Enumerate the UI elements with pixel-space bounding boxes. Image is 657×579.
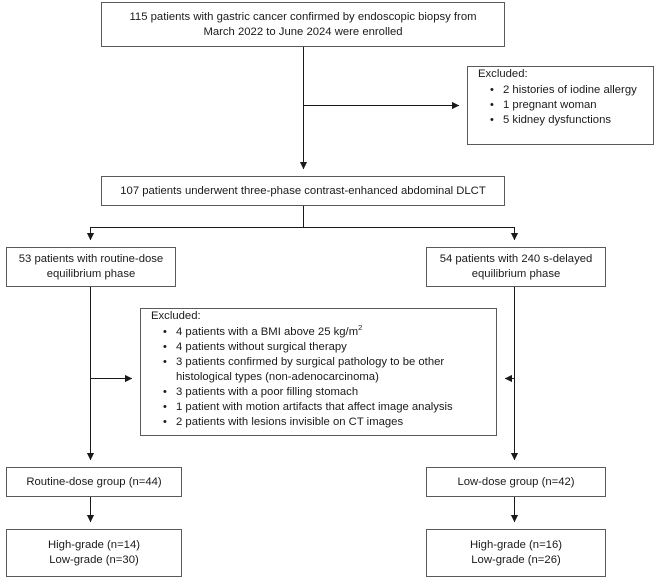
node-delayed-phase: 54 patients with 240 s-delayed equilibri… [426,247,606,287]
node-lowdose-low-grade: Low-grade (n=26) [471,554,561,566]
node-lowdose-high-grade: High-grade (n=16) [470,539,562,551]
pathology-line-2: histological types (non-adenocarcinoma) [176,371,379,383]
bmi-superscript: 2 [358,323,363,333]
excluded-second-title: Excluded: [151,310,201,322]
bmi-text: 4 patients with a BMI above 25 kg/m [176,326,359,338]
node-low-dose-group: Low-dose group (n=42) [426,467,606,497]
list-item: 4 patients with a BMI above 25 kg/m2 [163,323,490,340]
list-item: 5 kidney dysfunctions [490,113,647,128]
list-item: 4 patients without surgical therapy [163,340,490,355]
node-excluded-first: Excluded: 2 histories of iodine allergy … [467,66,654,145]
node-enrolled-line-2: March 2022 to June 2024 were enrolled [203,25,403,38]
list-item: 2 histories of iodine allergy [490,83,647,98]
list-item: 1 pregnant woman [490,98,647,113]
node-routine-dose-grades: High-grade (n=14) Low-grade (n=30) [6,529,182,577]
excluded-first-title: Excluded: [478,68,528,80]
pathology-line-1: 3 patients confirmed by surgical patholo… [176,356,445,368]
node-routine-dose-phase-line-1: 53 patients with routine-dose [18,253,164,265]
node-routine-dose-phase: 53 patients with routine-dose equilibriu… [6,247,176,287]
list-item: 1 patient with motion artifacts that aff… [163,400,490,415]
node-delayed-phase-line-1: 54 patients with 240 s-delayed [439,253,593,265]
list-item: 3 patients confirmed by surgical patholo… [163,355,490,385]
node-dlct-line-1: 107 patients underwent three-phase contr… [120,184,486,197]
node-enrolled-line-1: 115 patients with gastric cancer confirm… [129,10,477,23]
node-delayed-phase-line-2: equilibrium phase [471,268,561,280]
node-routine-dose-group-line-1: Routine-dose group (n=44) [26,475,162,488]
node-enrolled: 115 patients with gastric cancer confirm… [101,2,505,47]
node-routine-dose-phase-line-2: equilibrium phase [46,268,136,280]
node-excluded-second: Excluded: 4 patients with a BMI above 25… [140,308,497,436]
list-item: 2 patients with lesions invisible on CT … [163,415,490,430]
node-low-dose-grades: High-grade (n=16) Low-grade (n=26) [426,529,606,577]
node-routine-dose-group: Routine-dose group (n=44) [6,467,182,497]
list-item: 3 patients with a poor filling stomach [163,385,490,400]
node-routine-high-grade: High-grade (n=14) [48,539,140,551]
node-dlct: 107 patients underwent three-phase contr… [101,176,505,206]
node-low-dose-group-line-1: Low-dose group (n=42) [457,475,575,488]
excluded-first-list: 2 histories of iodine allergy 1 pregnant… [468,83,653,128]
excluded-second-list: 4 patients with a BMI above 25 kg/m2 4 p… [141,323,496,430]
node-routine-low-grade: Low-grade (n=30) [49,554,139,566]
